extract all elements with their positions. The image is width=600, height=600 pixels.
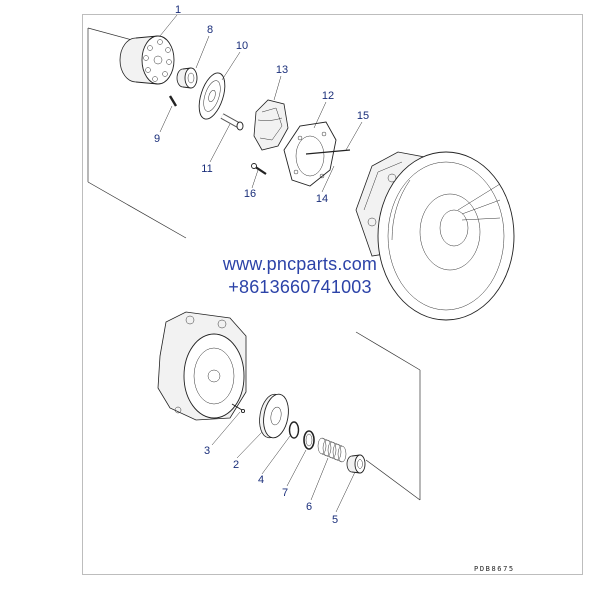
- callout-6: 6: [305, 501, 313, 513]
- part-ring: [303, 430, 315, 450]
- leader-3: [211, 411, 241, 446]
- callout-3: 3: [203, 445, 211, 457]
- callout-13: 13: [275, 64, 289, 76]
- watermark-phone: +8613660741003: [228, 277, 372, 297]
- leader-5: [335, 471, 356, 513]
- leader-2: [236, 431, 263, 459]
- leader-6: [310, 457, 329, 501]
- part-bushing: [176, 67, 198, 89]
- construction-line: [87, 27, 133, 41]
- callout-12: 12: [321, 90, 335, 102]
- construction-line: [87, 181, 187, 239]
- callout-8: 8: [206, 24, 214, 36]
- callout-1: 1: [174, 4, 182, 16]
- part-pin: [168, 95, 178, 107]
- leader-7: [286, 449, 307, 487]
- part-shaft: [220, 113, 244, 131]
- part-pump-housing: [355, 151, 515, 321]
- construction-line: [365, 459, 421, 501]
- part-cylinder-block: [119, 35, 175, 85]
- leader-lines: [159, 14, 363, 513]
- callout-11: 11: [201, 163, 213, 175]
- part-plate: [259, 393, 289, 439]
- part-rod: [305, 149, 351, 155]
- callout-14: 14: [315, 193, 329, 205]
- callout-10: 10: [235, 40, 249, 52]
- callout-2: 2: [232, 459, 240, 471]
- part-small-pin: [231, 403, 246, 414]
- leader-10: [221, 51, 241, 81]
- part-valve-plate: [198, 72, 226, 120]
- part-rocker-cam: [253, 99, 289, 151]
- callout-15: 15: [356, 110, 370, 122]
- leader-15: [345, 121, 363, 151]
- construction-line: [355, 331, 421, 371]
- leader-1: [159, 14, 178, 37]
- document-reference: PDB8675: [474, 565, 515, 573]
- callout-7: 7: [281, 487, 289, 499]
- leader-8: [195, 35, 210, 69]
- leader-16: [251, 169, 259, 189]
- leader-11: [209, 123, 231, 163]
- callout-5: 5: [331, 514, 339, 526]
- diagram-frame: [82, 14, 583, 575]
- part-spring: [317, 437, 347, 463]
- part-bolt: [251, 163, 267, 175]
- leader-14: [321, 165, 335, 193]
- leader-9: [159, 105, 173, 133]
- watermark-website: www.pncparts.com: [222, 254, 378, 274]
- callout-16: 16: [243, 188, 257, 200]
- callout-9: 9: [153, 133, 161, 145]
- callout-4: 4: [257, 474, 265, 486]
- part-collar: [346, 454, 366, 474]
- leader-4: [261, 435, 291, 475]
- part-snap-ring: [288, 421, 300, 439]
- leader-13: [273, 75, 282, 101]
- part-pump-body: [157, 311, 247, 421]
- leader-12: [313, 101, 327, 129]
